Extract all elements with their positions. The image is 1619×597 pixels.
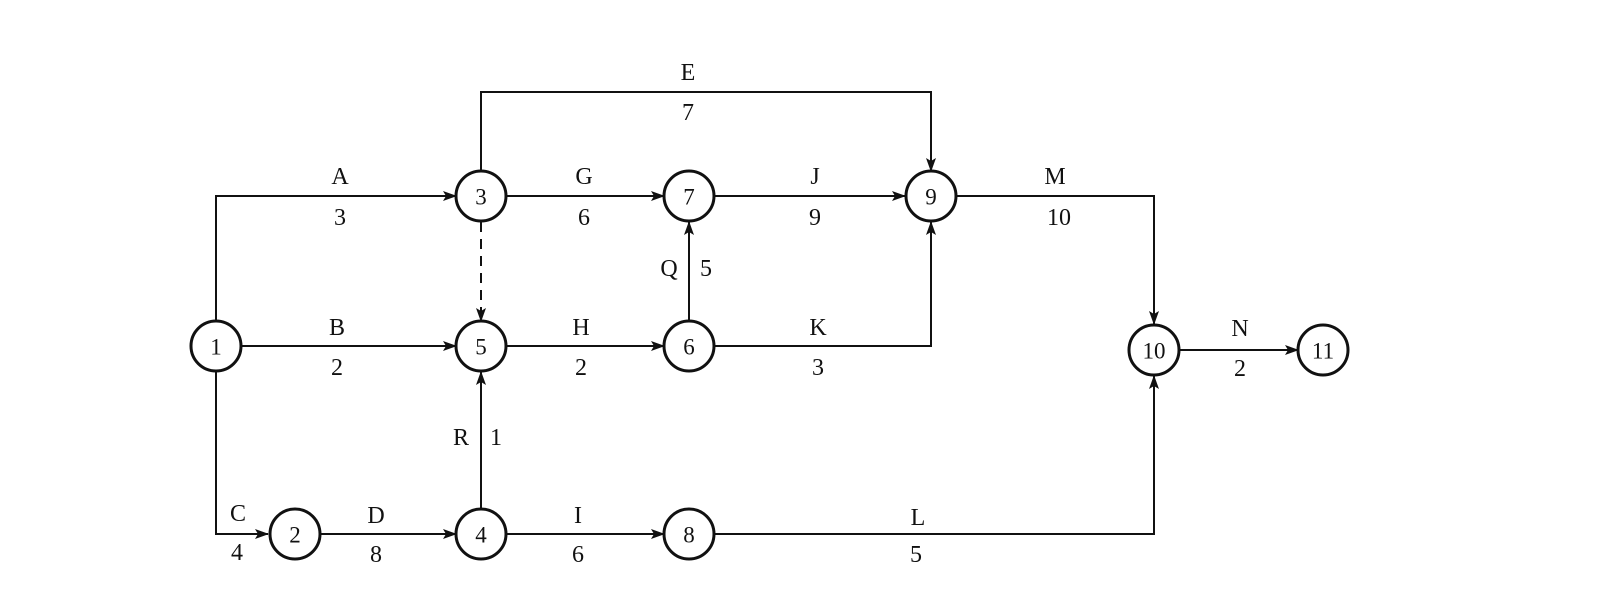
- activity-h-name: H: [572, 315, 589, 341]
- activity-c-duration: 4: [231, 540, 243, 566]
- activity-n-duration: 2: [1234, 356, 1246, 382]
- node-8: 8: [662, 507, 716, 561]
- activity-j-name: J: [810, 164, 819, 190]
- activity-i-name: I: [574, 503, 582, 529]
- edge-k: [715, 221, 936, 347]
- node-7: 7: [662, 169, 716, 223]
- activity-k-name: K: [809, 315, 827, 341]
- activity-i-duration: 6: [572, 542, 584, 568]
- edge-a: [215, 191, 457, 321]
- node-11-label: 11: [1312, 339, 1334, 364]
- node-10: 10: [1127, 323, 1181, 377]
- activity-e-name: E: [681, 60, 696, 86]
- node-1-label: 1: [210, 335, 222, 360]
- node-2-label: 2: [289, 523, 301, 548]
- node-1: 1: [189, 319, 243, 373]
- activity-m-name: M: [1044, 164, 1065, 190]
- activity-q-name: Q: [660, 256, 677, 282]
- node-8-label: 8: [683, 523, 695, 548]
- activity-n-name: N: [1231, 316, 1248, 342]
- node-5-label: 5: [475, 335, 487, 360]
- activity-m-duration: 10: [1047, 205, 1071, 231]
- activity-l-name: L: [911, 505, 926, 531]
- node-4-label: 4: [475, 523, 487, 548]
- activity-b-name: B: [329, 315, 345, 341]
- activity-a-name: A: [331, 164, 349, 190]
- activity-h-duration: 2: [575, 355, 587, 381]
- activity-d-name: D: [367, 503, 384, 529]
- activity-g-name: G: [575, 164, 592, 190]
- activity-labels-group: A 3 B 2 C 4 D 8 E 7 G 6 H 2 I 6 J 9 K 3 …: [230, 60, 1249, 568]
- edge-l: [715, 375, 1159, 535]
- activity-k-duration: 3: [812, 355, 824, 381]
- activity-c-name: C: [230, 501, 246, 527]
- activity-g-duration: 6: [578, 205, 590, 231]
- node-5: 5: [454, 319, 508, 373]
- node-9: 9: [904, 169, 958, 223]
- activity-d-duration: 8: [370, 542, 382, 568]
- node-11: 11: [1296, 323, 1350, 377]
- node-3: 3: [454, 169, 508, 223]
- edge-e: [480, 91, 936, 172]
- node-10-label: 10: [1143, 339, 1166, 364]
- node-6: 6: [662, 319, 716, 373]
- node-2: 2: [268, 507, 322, 561]
- activity-j-duration: 9: [809, 205, 821, 231]
- activity-l-duration: 5: [910, 542, 922, 568]
- node-4: 4: [454, 507, 508, 561]
- activity-r-name: R: [453, 425, 469, 451]
- activity-e-duration: 7: [682, 100, 694, 126]
- node-6-label: 6: [683, 335, 695, 360]
- activity-a-duration: 3: [334, 205, 346, 231]
- node-9-label: 9: [925, 185, 937, 210]
- node-7-label: 7: [683, 185, 695, 210]
- activity-r-duration: 1: [490, 425, 502, 451]
- edge-m: [957, 195, 1159, 325]
- activity-q-duration: 5: [700, 256, 712, 282]
- activity-b-duration: 2: [331, 355, 343, 381]
- edges-group: [215, 91, 1299, 539]
- nodes-group: 1 2 3 4 5 6 7 8: [189, 169, 1350, 561]
- edge-c: [215, 371, 269, 539]
- node-3-label: 3: [475, 185, 487, 210]
